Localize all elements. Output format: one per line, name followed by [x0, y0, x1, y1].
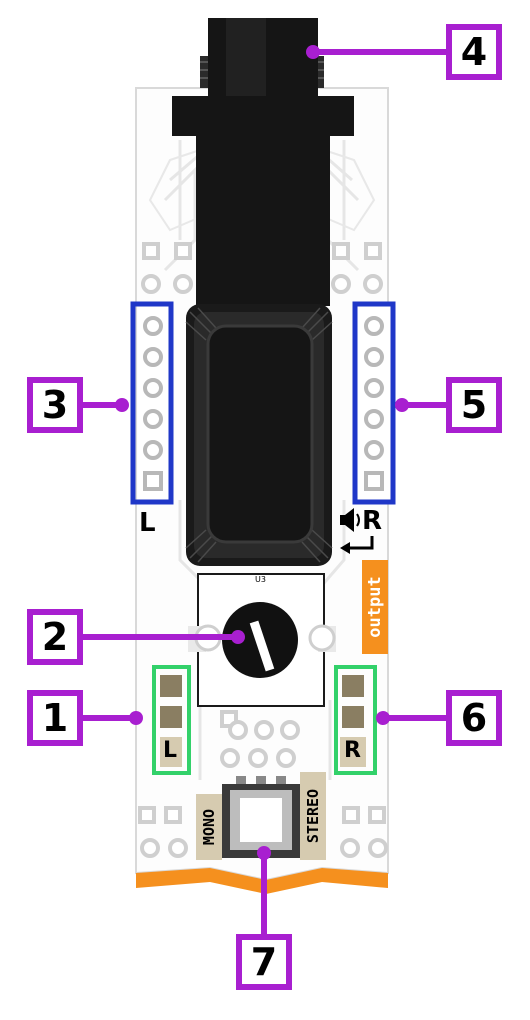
callout-4: 4 — [446, 24, 502, 80]
left-header-label: L — [139, 508, 156, 538]
right-pin-header — [358, 306, 390, 500]
callout-6: 6 — [446, 690, 502, 746]
left-header-frame — [130, 301, 174, 505]
left-pin-header — [138, 306, 170, 500]
mono-label: MONO — [200, 808, 218, 846]
right-jumper-frame — [334, 665, 377, 775]
lower-pads — [138, 710, 388, 858]
output-label: output — [365, 576, 385, 638]
mono-stereo-switch — [196, 772, 326, 860]
left-jumper-label: L — [163, 738, 178, 763]
left-jumper-frame — [152, 665, 191, 775]
leader-dots — [115, 45, 409, 860]
audio-jack — [172, 18, 354, 306]
output-tag — [362, 560, 388, 654]
pot-reference-label: U3 — [255, 575, 266, 584]
callout-2: 2 — [27, 609, 83, 665]
callout-1: 1 — [27, 690, 83, 746]
callout-3: 3 — [27, 377, 83, 433]
left-solder-jumper — [160, 675, 182, 767]
right-solder-jumper — [340, 675, 366, 767]
upper-pads — [141, 242, 383, 294]
callout-7: 7 — [236, 934, 292, 990]
speaker-icon — [340, 508, 360, 532]
stereo-label: STEREO — [304, 788, 322, 844]
speaker — [185, 304, 333, 566]
return-arrow-icon — [340, 536, 374, 554]
callout-5: 5 — [446, 377, 502, 433]
right-jumper-label: R — [344, 738, 361, 763]
right-header-label: R — [362, 506, 383, 536]
right-header-frame — [352, 301, 396, 505]
